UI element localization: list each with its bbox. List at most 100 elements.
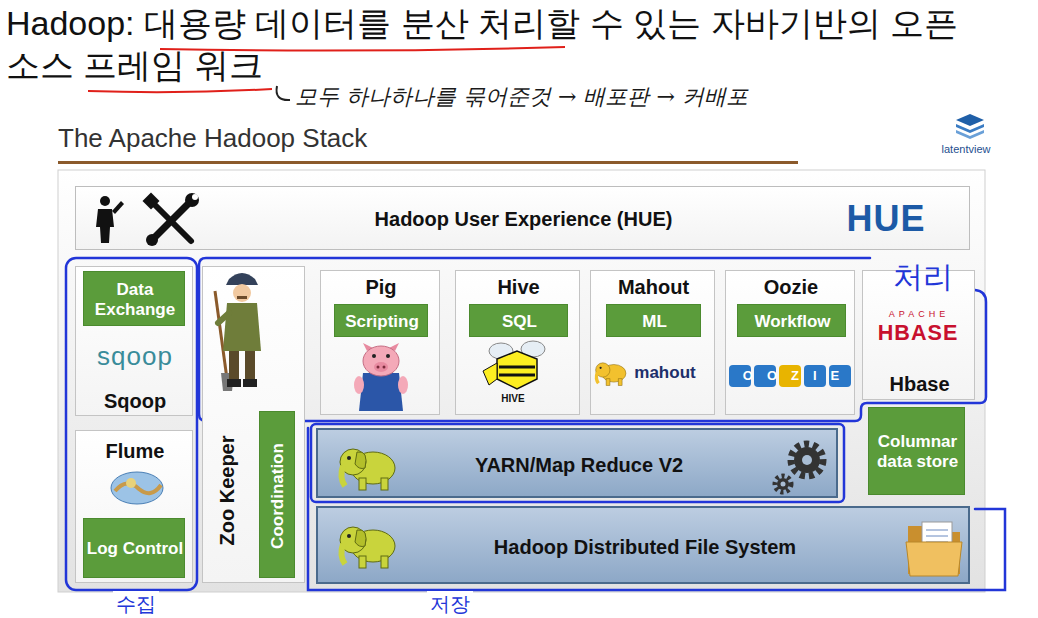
hive-logo-part (483, 363, 497, 385)
text-holder: Flume (76, 435, 194, 467)
text-holder: SQL (470, 305, 569, 338)
layer-bar: YARN/Map Reduce V2 (316, 428, 838, 498)
handwritten-note: 모두 하나하나를 묶어준것 → 배포판 → 커배포 (295, 82, 748, 112)
hand-outline-part (199, 258, 986, 421)
box-label: Mahout (618, 276, 689, 299)
text-holder: ML (607, 305, 702, 338)
box-label: Pig (365, 276, 396, 299)
box-label: Hive (497, 276, 539, 299)
text-holder: Scripting (335, 305, 429, 338)
box-label: ML (642, 312, 667, 332)
text-holder: Sqoop (76, 386, 194, 416)
slide-frame (58, 170, 985, 592)
tools-icon-part (192, 194, 198, 200)
box-label: Log Control (87, 539, 183, 559)
box-label: YARN/Map Reduce V2 (475, 454, 683, 477)
box-label: Zoo Keeper (216, 435, 239, 545)
mahout-logo-part (596, 363, 626, 386)
zookeeper-figure-part (245, 351, 255, 381)
role-tag: Log Control (83, 518, 185, 578)
mahout-logo-part-part (600, 367, 602, 369)
mahout-logo-part-part (606, 379, 610, 386)
pig-figure-part (377, 366, 380, 369)
logo-text: sqoop (97, 341, 173, 372)
mahout-logo-part-part (618, 379, 622, 386)
zookeeper-figure-part (233, 284, 251, 302)
gear-icon (775, 444, 823, 492)
tools-icon-part (143, 193, 160, 210)
text-holder: Mahout (591, 273, 716, 301)
text-holder: 모두 하나하나를 묶어준것 → 배포판 → 커배포 (295, 82, 1030, 112)
logo-icon-part (956, 124, 984, 133)
logo-text: APACHE (889, 309, 949, 319)
hand-outline-part (311, 424, 844, 502)
pig-figure-part (386, 354, 390, 358)
gear-icon-part (802, 455, 812, 465)
text-holder: OOZIE (728, 364, 854, 386)
text-holder: Hadoop Distributed File System (318, 508, 972, 586)
box-label: Data Exchange (84, 280, 186, 320)
pig-figure (346, 343, 416, 415)
box-label: Hbase (889, 373, 949, 396)
role-tag: Scripting (334, 304, 428, 337)
logo-text: HIVE (501, 393, 524, 404)
text-holder: HIVE (488, 391, 538, 405)
box-label: The Apache Hadoop Stack (58, 123, 367, 154)
zookeeper-figure-part (227, 379, 241, 387)
tools-icon-part (146, 234, 158, 246)
box-label: Oozie (764, 276, 818, 299)
gear-icon-part (775, 476, 791, 492)
hand-outline-part (66, 258, 197, 590)
gear-icon-part (794, 447, 820, 473)
mahout-logo (593, 353, 627, 391)
hand-outline (66, 258, 1005, 590)
text-holder: Data Exchange (84, 272, 186, 327)
elephant-icon-part (355, 530, 366, 547)
tool-box: PigScripting (320, 270, 440, 415)
text-holder: Hbase (863, 369, 976, 399)
pig-figure-part (374, 362, 388, 372)
elephant-icon-part (341, 466, 345, 486)
text-holder: Workflow (738, 305, 847, 338)
elephant-icon (340, 527, 395, 568)
tools-icon-part (100, 196, 110, 206)
text-holder: HBASE (864, 320, 972, 346)
tools-icon-part (185, 193, 199, 207)
logo-icon (956, 114, 984, 139)
role-tag: Coordination (259, 411, 295, 578)
logo-text: HUE (846, 198, 925, 240)
role-tag: ML (606, 304, 701, 337)
gear-icon-part (791, 444, 823, 476)
box-label: Hadoop Distributed File System (494, 536, 796, 559)
layer-bar: Hadoop Distributed File System (316, 506, 970, 584)
elephant-icon-part (347, 456, 351, 460)
tool-box: Zoo Keeper Coordination (202, 266, 305, 583)
role-tag: Workflow (737, 304, 846, 337)
text-holder: Zoo Keeper (205, 401, 249, 579)
logo-icon-part (956, 130, 984, 139)
text-holder: Oozie (726, 273, 856, 301)
text-holder: Hive (456, 273, 581, 301)
box-label: Sqoop (104, 390, 166, 413)
flume-logo-part (126, 478, 136, 488)
logo-text: mahout (634, 363, 695, 383)
zookeeper-figure-part (226, 273, 258, 285)
box-label: Coordination (268, 443, 288, 549)
tool-box: OozieWorkflow (725, 270, 855, 415)
elephant-icon-part (341, 544, 345, 564)
box-label: Scripting (345, 312, 419, 332)
text-holder: latentview (930, 140, 1002, 158)
elephant-icon (340, 449, 395, 490)
handwritten-note: 수집 (113, 591, 159, 618)
role-tag: SQL (469, 304, 568, 337)
elephant-icon-part (359, 556, 366, 568)
text-holder: Hadoop: 대용량 데이터를 분산 처리할 수 있는 자바기반의 오픈 소스… (6, 2, 966, 88)
hive-logo (475, 341, 559, 393)
pig-figure-part (372, 354, 376, 358)
hook-mark (277, 86, 290, 100)
text-holder: Hadoop User Experience (HUE) (76, 187, 971, 251)
page-heading: Hadoop: 대용량 데이터를 분산 처리할 수 있는 자바기반의 오픈 소스… (6, 2, 966, 86)
zookeeper-figure-part (229, 351, 239, 381)
role-tag: Data Exchange (83, 271, 185, 326)
